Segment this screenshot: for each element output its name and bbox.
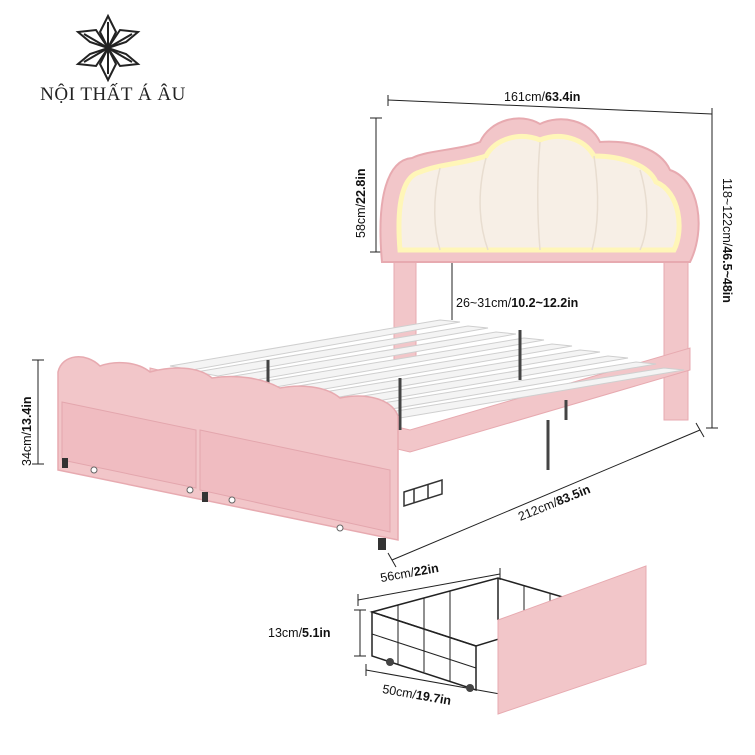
width-label: 161cm/63.4in <box>504 90 581 104</box>
total-height-label: 118~122cm/46.5~48in <box>720 178 734 303</box>
clearance-label: 26~31cm/10.2~12.2in <box>456 296 579 310</box>
brand-name: NỘI THẤT Á ÂU <box>40 84 186 105</box>
snowflake-logo-icon <box>75 13 141 83</box>
headboard-height-label: 58cm/22.8in <box>354 168 368 238</box>
footboard-height-label: 34cm/13.4in <box>20 396 34 466</box>
drawer-height-label: 13cm/5.1in <box>268 626 331 640</box>
